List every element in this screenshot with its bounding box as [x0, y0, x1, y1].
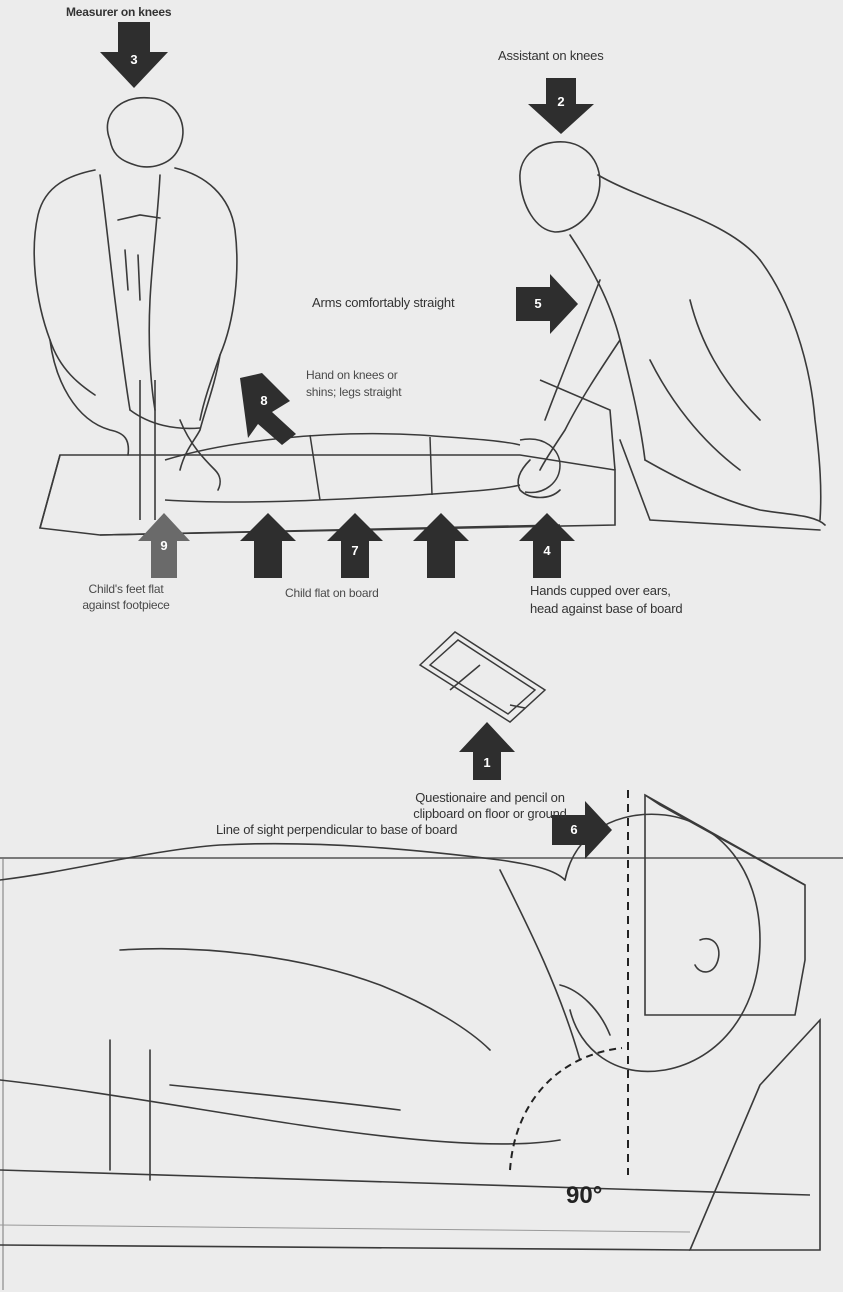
assistant-figure — [518, 142, 825, 530]
label-hands-line1: Hands cupped over ears, — [530, 583, 671, 599]
measuring-board-top — [40, 380, 615, 535]
arrow-flat-right — [413, 513, 469, 578]
child-figure-bottom — [0, 814, 760, 1180]
label-child-flat: Child flat on board — [285, 586, 379, 601]
board-edge — [0, 1225, 690, 1232]
angle-label: 90° — [566, 1182, 602, 1210]
arrow-step-8 — [240, 373, 296, 445]
angle-arc — [510, 1048, 622, 1170]
step-number-3: 3 — [124, 52, 144, 67]
label-hand-line1: Hand on knees or — [306, 368, 398, 383]
label-feet-line2: against footpiece — [56, 598, 196, 613]
step-number-6: 6 — [564, 822, 584, 837]
headboard-drawing — [0, 795, 820, 1250]
label-measurer: Measurer on knees — [66, 4, 171, 20]
label-hands-line2: head against base of board — [530, 601, 682, 617]
label-questionnaire-line2: clipboard on floor or ground — [370, 806, 610, 822]
arrow-flat-left — [240, 513, 296, 578]
label-feet-line1: Child's feet flat — [56, 582, 196, 597]
step-number-7: 7 — [345, 543, 365, 558]
step-number-5: 5 — [528, 296, 548, 311]
label-questionnaire-line1: Questionaire and pencil on — [370, 790, 610, 806]
step-number-4: 4 — [537, 543, 557, 558]
measurer-figure — [34, 98, 237, 490]
label-line-of-sight: Line of sight perpendicular to base of b… — [216, 822, 457, 838]
step-number-9: 9 — [154, 538, 174, 553]
label-arms: Arms comfortably straight — [312, 295, 454, 311]
label-hand-line2: shins; legs straight — [306, 385, 401, 400]
arrow-step-1 — [459, 722, 515, 780]
step-number-1: 1 — [477, 755, 497, 770]
child-figure-top — [165, 434, 560, 502]
step-number-2: 2 — [551, 94, 571, 109]
clipboard-drawing — [420, 632, 545, 722]
label-assistant: Assistant on knees — [498, 48, 604, 64]
step-number-8: 8 — [254, 393, 274, 408]
